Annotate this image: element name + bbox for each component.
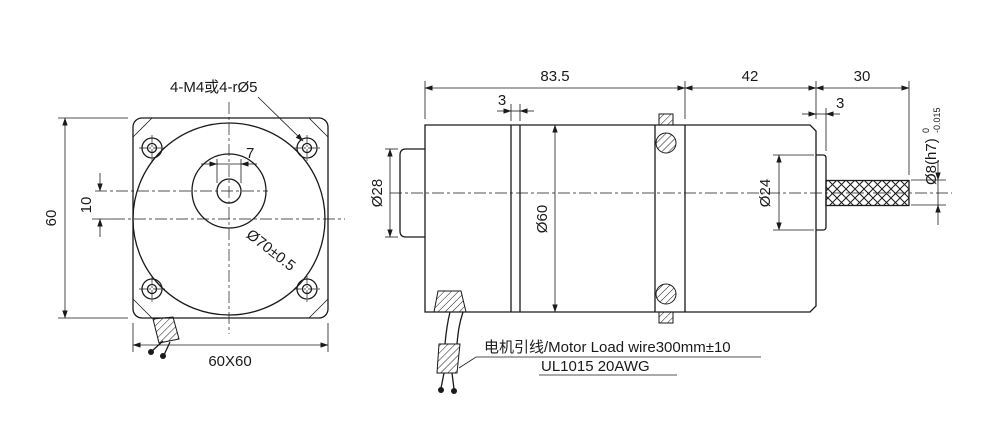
- side-view: 83.5 42 30 3 3 Ø28: [369, 68, 952, 394]
- dim-d70-label: Ø70±0.5: [243, 226, 299, 275]
- dim-10-label: 10: [78, 197, 95, 214]
- wire-note-text: 电机引线/Motor Load wire300mm±10: [484, 339, 731, 356]
- holes-callout-leader: [257, 96, 304, 142]
- dim-d28: Ø28: [369, 148, 398, 238]
- front-centerlines: [95, 102, 345, 334]
- dim-835-label: 83.5: [540, 68, 569, 85]
- dim-d24: Ø24: [757, 154, 814, 231]
- wire-sleeve: [152, 316, 180, 344]
- assembly-screw-bottom: [655, 283, 677, 324]
- front-boss: [816, 154, 827, 231]
- dim-30-label: 30: [854, 68, 871, 85]
- dim-d8: Ø8(h7) 0 -0.015: [911, 107, 946, 225]
- dim-d8-label: Ø8(h7): [923, 138, 940, 185]
- wire-note-leader: [458, 356, 761, 369]
- dim-d24-label: Ø24: [757, 179, 774, 207]
- dim-d60: Ø60: [534, 124, 558, 313]
- dim-10-offset: 10: [78, 173, 113, 237]
- front-view: 60 10 7 Ø70±0.5 60X60 4-M: [43, 79, 345, 370]
- dim-d8-tol-lower: -0.015: [932, 107, 942, 133]
- wire-sleeve-side: [436, 343, 461, 374]
- side-lead-wire: [433, 290, 467, 394]
- dim-3-cover: 3: [497, 92, 534, 121]
- dim-lengths: 83.5 42 30: [424, 68, 910, 175]
- corner-chamfer-marks: [132, 117, 329, 319]
- motor-body-outline: [424, 124, 817, 313]
- front-lead-wire: [148, 316, 180, 359]
- dim-60x60: 60X60: [132, 323, 329, 370]
- dim-d60-label: Ø60: [534, 205, 551, 233]
- dim-d28-label: Ø28: [369, 179, 386, 207]
- assembly-screw-top: [655, 113, 677, 154]
- dim-60x60-label: 60X60: [208, 353, 251, 370]
- dim-7-label: 7: [246, 145, 254, 162]
- wire-spec-text: UL1015 20AWG: [541, 358, 650, 375]
- dim-3-boss-label: 3: [836, 95, 844, 112]
- wire-gland: [433, 290, 467, 313]
- holes-callout: 4-M4或4-rØ5: [170, 79, 304, 142]
- dim-3-boss: 3: [802, 95, 844, 151]
- wire-note: 电机引线/Motor Load wire300mm±10 UL1015 20AW…: [458, 339, 761, 376]
- dim-3-cover-label: 3: [498, 92, 506, 109]
- dim-42-label: 42: [742, 68, 759, 85]
- holes-callout-label: 4-M4或4-rØ5: [170, 79, 258, 96]
- dim-60-label: 60: [43, 210, 60, 227]
- dim-d8-tol-upper: 0: [921, 128, 931, 133]
- mounting-holes: [139, 135, 320, 302]
- dim-60-left: 60: [43, 117, 128, 319]
- dim-7-shaft: 7: [201, 145, 257, 183]
